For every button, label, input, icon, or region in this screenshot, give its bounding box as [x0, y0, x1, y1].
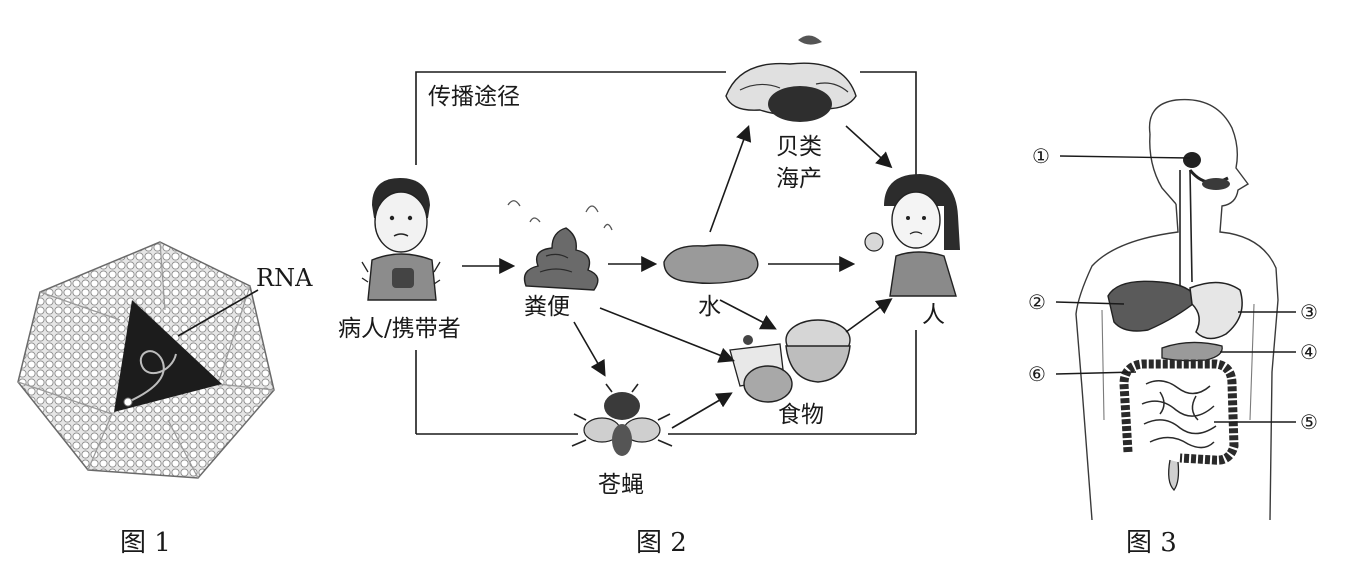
marker-5: ⑤	[1300, 410, 1318, 434]
feces-illustration	[507, 200, 613, 291]
node-patient: 病人/携带者	[338, 316, 461, 342]
node-shellfish-line1: 贝类	[776, 134, 822, 160]
rectum	[1168, 459, 1180, 491]
pancreas	[1161, 341, 1223, 362]
marker-1: ①	[1032, 144, 1050, 168]
figure3-caption: 图 3	[1126, 528, 1177, 558]
stomach	[1189, 281, 1243, 340]
node-food: 食物	[778, 402, 824, 428]
transmission-title: 传播途径	[428, 84, 520, 110]
node-fly: 苍蝇	[598, 472, 644, 498]
marker-6: ⑥	[1028, 362, 1046, 386]
patient-illustration	[361, 178, 441, 301]
marker-3: ③	[1300, 300, 1318, 324]
rna-strand	[127, 350, 177, 403]
marker-2: ②	[1028, 290, 1046, 314]
large-intestine	[1119, 359, 1239, 465]
capsid-facets	[17, 241, 275, 479]
rna-label: RNA	[256, 264, 313, 292]
rna-leader-line	[177, 289, 259, 337]
salivary-gland	[1183, 152, 1230, 190]
small-intestine	[1141, 380, 1217, 449]
transmission-frame	[415, 71, 917, 435]
node-feces: 粪便	[524, 294, 570, 320]
marker-4: ④	[1300, 340, 1318, 364]
liver	[1107, 280, 1199, 332]
node-person: 人	[922, 302, 945, 328]
node-shellfish-line2: 海产	[776, 166, 822, 192]
figure1-caption: 图 1	[120, 528, 171, 558]
fly-illustration	[571, 383, 673, 456]
figure2-caption: 图 2	[636, 528, 687, 558]
body-outline	[1148, 98, 1279, 521]
transmission-arrows	[462, 124, 893, 429]
esophagus	[1179, 169, 1193, 290]
water-illustration	[663, 244, 759, 285]
label-leader-lines	[1055, 155, 1296, 423]
person-illustration	[864, 174, 960, 297]
food-illustration	[729, 319, 851, 403]
shellfish-illustration	[725, 35, 857, 122]
virus-core-triangle	[114, 300, 222, 412]
node-water: 水	[698, 294, 721, 320]
